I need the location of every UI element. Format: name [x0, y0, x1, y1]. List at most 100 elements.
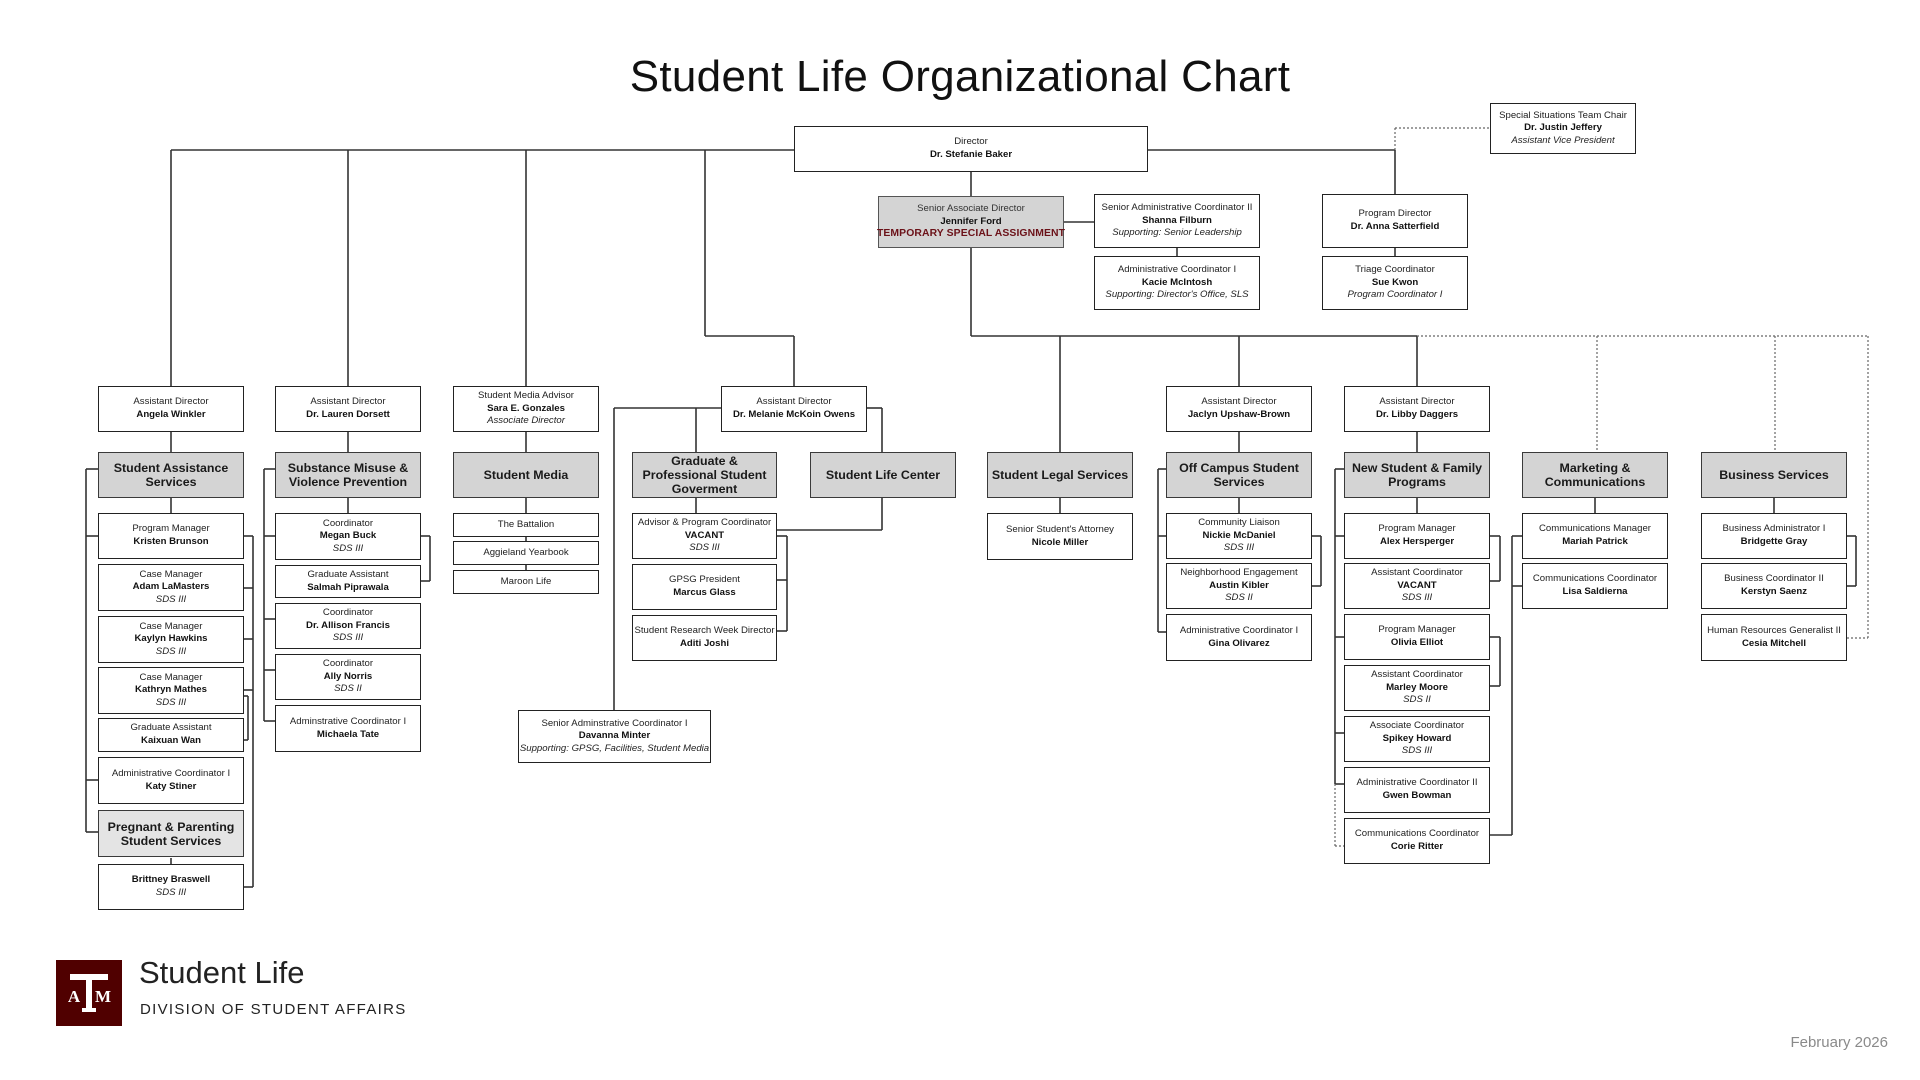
- dept-label: Pregnant & Parenting Student Services: [107, 819, 235, 848]
- staff-box: Assistant Coordinator VACANT SDS III: [1344, 563, 1490, 609]
- program-director-box: Program Director Dr. Anna Satterfield: [1322, 194, 1468, 248]
- triage-role: Triage Coordinator: [1355, 264, 1435, 276]
- staff-box: Adminstrative Coordinator I Michaela Tat…: [275, 705, 421, 752]
- staff-name: Michaela Tate: [316, 728, 380, 740]
- staff-note: SDS III: [155, 593, 187, 605]
- staff-name: Olivia Elliot: [1390, 637, 1444, 648]
- staff-name: Kaixuan Wan: [141, 735, 201, 746]
- staff-role: Program Manager: [132, 523, 210, 535]
- triage-note: Program Coordinator I: [1347, 289, 1443, 301]
- ocss-lead-name: Jaclyn Upshaw-Brown: [1187, 409, 1291, 420]
- staff-name: Lisa Saldierna: [1562, 586, 1628, 597]
- atm-logo-icon: A M: [56, 960, 122, 1026]
- staff-box: Student Research Week Director Aditi Jos…: [632, 615, 777, 661]
- staff-note: SDS III: [689, 542, 720, 554]
- ocss-lead-box: Assistant Director Jaclyn Upshaw-Brown: [1166, 386, 1312, 432]
- staff-note: SDS II: [1403, 694, 1431, 706]
- staff-name: VACANT: [684, 529, 725, 541]
- staff-role: Graduate Assistant: [130, 722, 212, 734]
- senior-associate-role: Senior Associate Director: [917, 203, 1025, 215]
- staff-role: Case Manager: [139, 568, 203, 580]
- dept-label: Substance Misuse & Violence Prevention: [287, 461, 409, 489]
- melanie-role: Assistant Director: [756, 396, 832, 408]
- staff-box: Community Liaison Nickie McDaniel SDS II…: [1166, 513, 1312, 559]
- sas-lead-box: Assistant Director Angela Winkler: [98, 386, 244, 432]
- media-outlet-label: Aggieland Yearbook: [483, 546, 569, 558]
- admin-coord-role: Administrative Coordinator I: [1117, 264, 1237, 276]
- dept-label: Student Legal Services: [991, 468, 1129, 482]
- staff-role: Administrative Coordinator I: [1179, 624, 1299, 636]
- staff-note: SDS III: [332, 542, 364, 554]
- dept-label: Business Services: [1719, 468, 1829, 482]
- staff-note: SDS III: [155, 645, 187, 657]
- staff-box: Case Manager Kaylyn Hawkins SDS III: [98, 616, 244, 663]
- staff-box: Administrative Coordinator I Katy Stiner: [98, 757, 244, 804]
- senior-associate-director-box: Senior Associate Director Jennifer Ford …: [877, 196, 1065, 248]
- staff-role: Student Research Week Director: [634, 625, 775, 637]
- dept-label: Graduate & Professional Student Govermen…: [642, 454, 767, 496]
- staff-name: Gwen Bowman: [1382, 790, 1452, 801]
- triage-coordinator-box: Triage Coordinator Sue Kwon Program Coor…: [1322, 256, 1468, 310]
- media-outlet-label: Maroon Life: [500, 575, 552, 587]
- dept-pregnant-parenting-student-services: Pregnant & Parenting Student Services: [98, 810, 244, 857]
- staff-name: Kaylyn Hawkins: [134, 633, 208, 645]
- staff-role: Business Administrator I: [1722, 523, 1826, 535]
- senior-admin-role: Senior Administrative Coordinator II: [1101, 202, 1253, 214]
- svg-text:M: M: [95, 987, 111, 1006]
- staff-role: Graduate Assistant: [307, 568, 389, 580]
- director-name: Dr. Stefanie Baker: [929, 149, 1013, 160]
- staff-box: Communications Coordinator Lisa Saldiern…: [1522, 563, 1668, 609]
- staff-name: Nicole Miller: [1031, 536, 1089, 548]
- staff-role: Case Manager: [139, 671, 203, 683]
- staff-name: Aditi Joshi: [679, 638, 730, 649]
- staff-note: SDS III: [1401, 745, 1433, 757]
- special-situations-note: Assistant Vice President: [1511, 134, 1615, 146]
- staff-name: Gina Olivarez: [1208, 637, 1270, 649]
- staff-name: Mariah Patrick: [1562, 536, 1628, 547]
- media-lead-name: Sara E. Gonzales: [487, 402, 565, 414]
- media-outlet-box: The Battalion: [453, 513, 599, 537]
- staff-box: Business Administrator I Bridgette Gray: [1701, 513, 1847, 559]
- staff-note: SDS III: [332, 632, 364, 644]
- dept-business-services: Business Services: [1701, 452, 1847, 498]
- division-name: DIVISION OF STUDENT AFFAIRS: [140, 1001, 407, 1018]
- staff-box: Graduate Assistant Salmah Piprawala: [275, 565, 421, 598]
- staff-name: Kathryn Mathes: [135, 684, 207, 696]
- staff-role: Assistant Coordinator: [1371, 567, 1463, 579]
- staff-role: Communications Manager: [1539, 523, 1651, 535]
- staff-role: Advisor & Program Coordinator: [637, 517, 772, 529]
- staff-name: Kristen Brunson: [133, 536, 209, 547]
- admin-coordinator-box: Administrative Coordinator I Kacie McInt…: [1094, 256, 1260, 310]
- director-role: Director: [954, 136, 988, 148]
- staff-box: Brittney Braswell SDS III: [98, 864, 244, 910]
- staff-name: Alex Hersperger: [1379, 536, 1455, 547]
- staff-role: GPSG President: [669, 574, 740, 586]
- staff-name: Adam LaMasters: [132, 581, 210, 593]
- senior-associate-name: Jennifer Ford: [940, 215, 1002, 227]
- ocss-lead-role: Assistant Director: [1201, 396, 1277, 408]
- staff-name: Marley Moore: [1386, 681, 1448, 693]
- staff-box: Coordinator Megan Buck SDS III: [275, 513, 421, 560]
- admin-coord-note: Supporting: Director's Office, SLS: [1105, 289, 1249, 301]
- staff-name: Bridgette Gray: [1740, 536, 1808, 547]
- staff-box: Program Manager Olivia Elliot: [1344, 614, 1490, 660]
- dept-label: Student Media: [483, 468, 569, 482]
- media-lead-note: Associate Director: [487, 415, 565, 427]
- staff-box: Communications Coordinator Corie Ritter: [1344, 818, 1490, 864]
- dept-label: Student Life Center: [825, 468, 941, 482]
- staff-name: Spikey Howard: [1382, 732, 1452, 744]
- davanna-name: Davanna Minter: [578, 730, 651, 742]
- admin-coord-name: Kacie McIntosh: [1141, 276, 1213, 288]
- dept-marketing-communications: Marketing & Communications: [1522, 452, 1668, 498]
- dept-off-campus-student-services: Off Campus Student Services: [1166, 452, 1312, 498]
- staff-box: Neighborhood Engagement Austin Kibler SD…: [1166, 563, 1312, 609]
- special-situations-box: Special Situations Team Chair Dr. Justin…: [1490, 103, 1636, 154]
- staff-name: Cesia Mitchell: [1742, 637, 1806, 649]
- staff-role: Neighborhood Engagement: [1180, 567, 1298, 579]
- staff-name: Dr. Allison Francis: [306, 619, 390, 631]
- senior-admin-coordinator-box: Senior Administrative Coordinator II Sha…: [1094, 194, 1260, 248]
- dept-label: Marketing & Communications: [1544, 461, 1646, 489]
- page-title: Student Life Organizational Chart: [629, 52, 1291, 101]
- staff-role: Assistant Coordinator: [1371, 669, 1463, 681]
